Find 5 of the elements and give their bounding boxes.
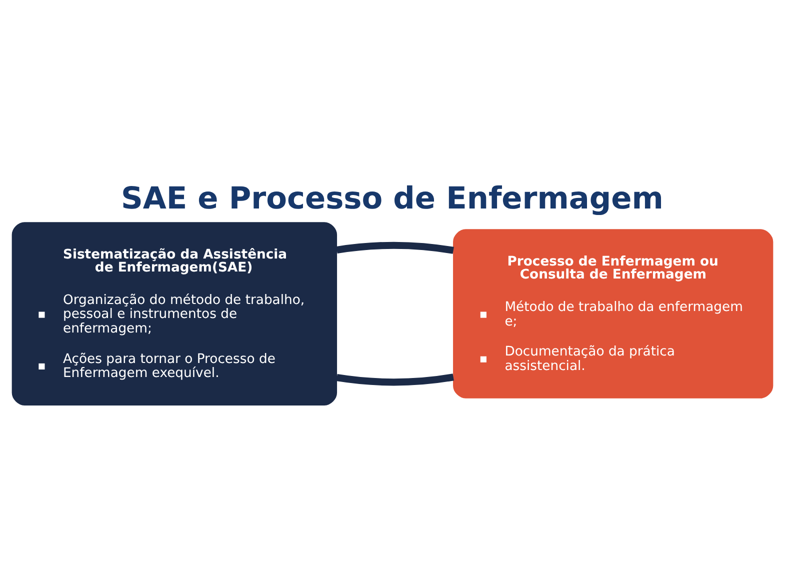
diagram-title: SAE e Processo de Enfermagem: [120, 180, 664, 216]
node-box: Processo de Enfermagem ou Consulta de Enfermagem Método de trabalho da enfermagem e; Documentação da prática assistencial.: [453, 228, 774, 398]
connector: [336, 241, 454, 254]
node-box: Sistematização da Assistência de Enfermagem(SAE) Organização do método de trabalho, pessoal e instrumentos de enfermagem; Ações para tornar o Processo de Enfermagem exequível.: [12, 222, 338, 405]
connector: [336, 373, 454, 386]
